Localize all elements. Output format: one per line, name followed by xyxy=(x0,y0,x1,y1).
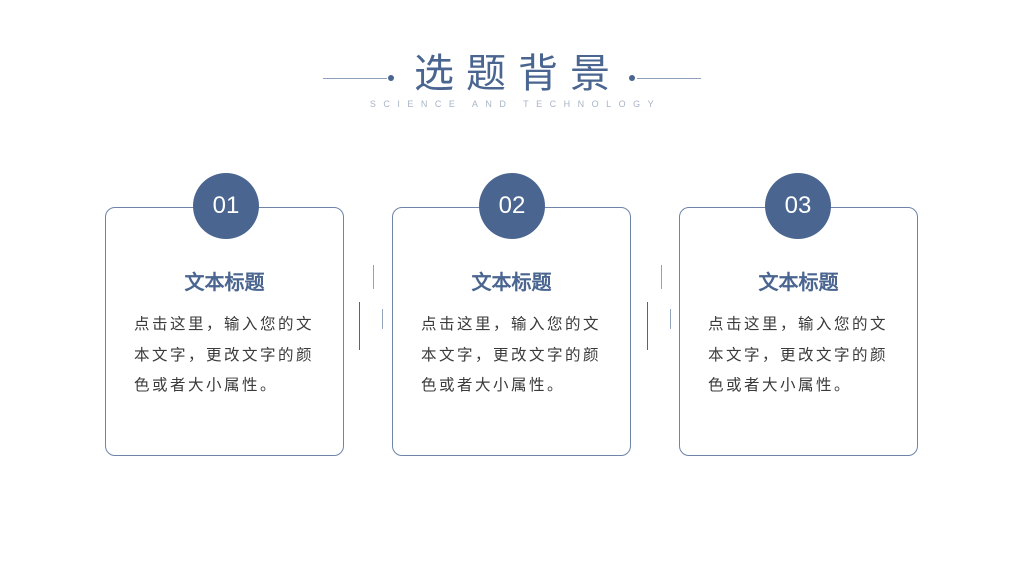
slide-header: 选题背景 SCIENCE AND TECHNOLOGY xyxy=(0,0,1024,130)
separator-line xyxy=(373,265,374,289)
title-right-line xyxy=(637,78,701,79)
card-title: 文本标题 xyxy=(471,270,552,294)
slide-title: 选题背景 xyxy=(414,51,622,97)
title-left-dot xyxy=(388,75,394,81)
card-title: 文本标题 xyxy=(184,270,265,294)
card-2[interactable]: 文本标题 点击这里，输入您的文本文字，更改文字的颜色或者大小属性。 xyxy=(392,207,631,456)
card-body: 点击这里，输入您的文本文字，更改文字的颜色或者大小属性。 xyxy=(421,315,602,394)
title-right-dot xyxy=(629,75,635,81)
separator-line xyxy=(382,309,383,329)
card-1[interactable]: 文本标题 点击这里，输入您的文本文字，更改文字的颜色或者大小属性。 xyxy=(105,207,344,456)
card-3[interactable]: 文本标题 点击这里，输入您的文本文字，更改文字的颜色或者大小属性。 xyxy=(679,207,918,456)
title-left-line xyxy=(323,78,387,79)
separator-line xyxy=(647,302,648,350)
slide-subtitle: SCIENCE AND TECHNOLOGY xyxy=(369,99,662,109)
number-badge: 03 xyxy=(765,173,831,239)
card-body: 点击这里，输入您的文本文字，更改文字的颜色或者大小属性。 xyxy=(134,315,315,394)
separator-line xyxy=(661,265,662,289)
number-badge: 02 xyxy=(479,173,545,239)
separator-line xyxy=(359,302,360,350)
card-title: 文本标题 xyxy=(758,270,839,294)
number-badge: 01 xyxy=(193,173,259,239)
card-body: 点击这里，输入您的文本文字，更改文字的颜色或者大小属性。 xyxy=(708,315,889,394)
separator-line xyxy=(670,309,671,329)
